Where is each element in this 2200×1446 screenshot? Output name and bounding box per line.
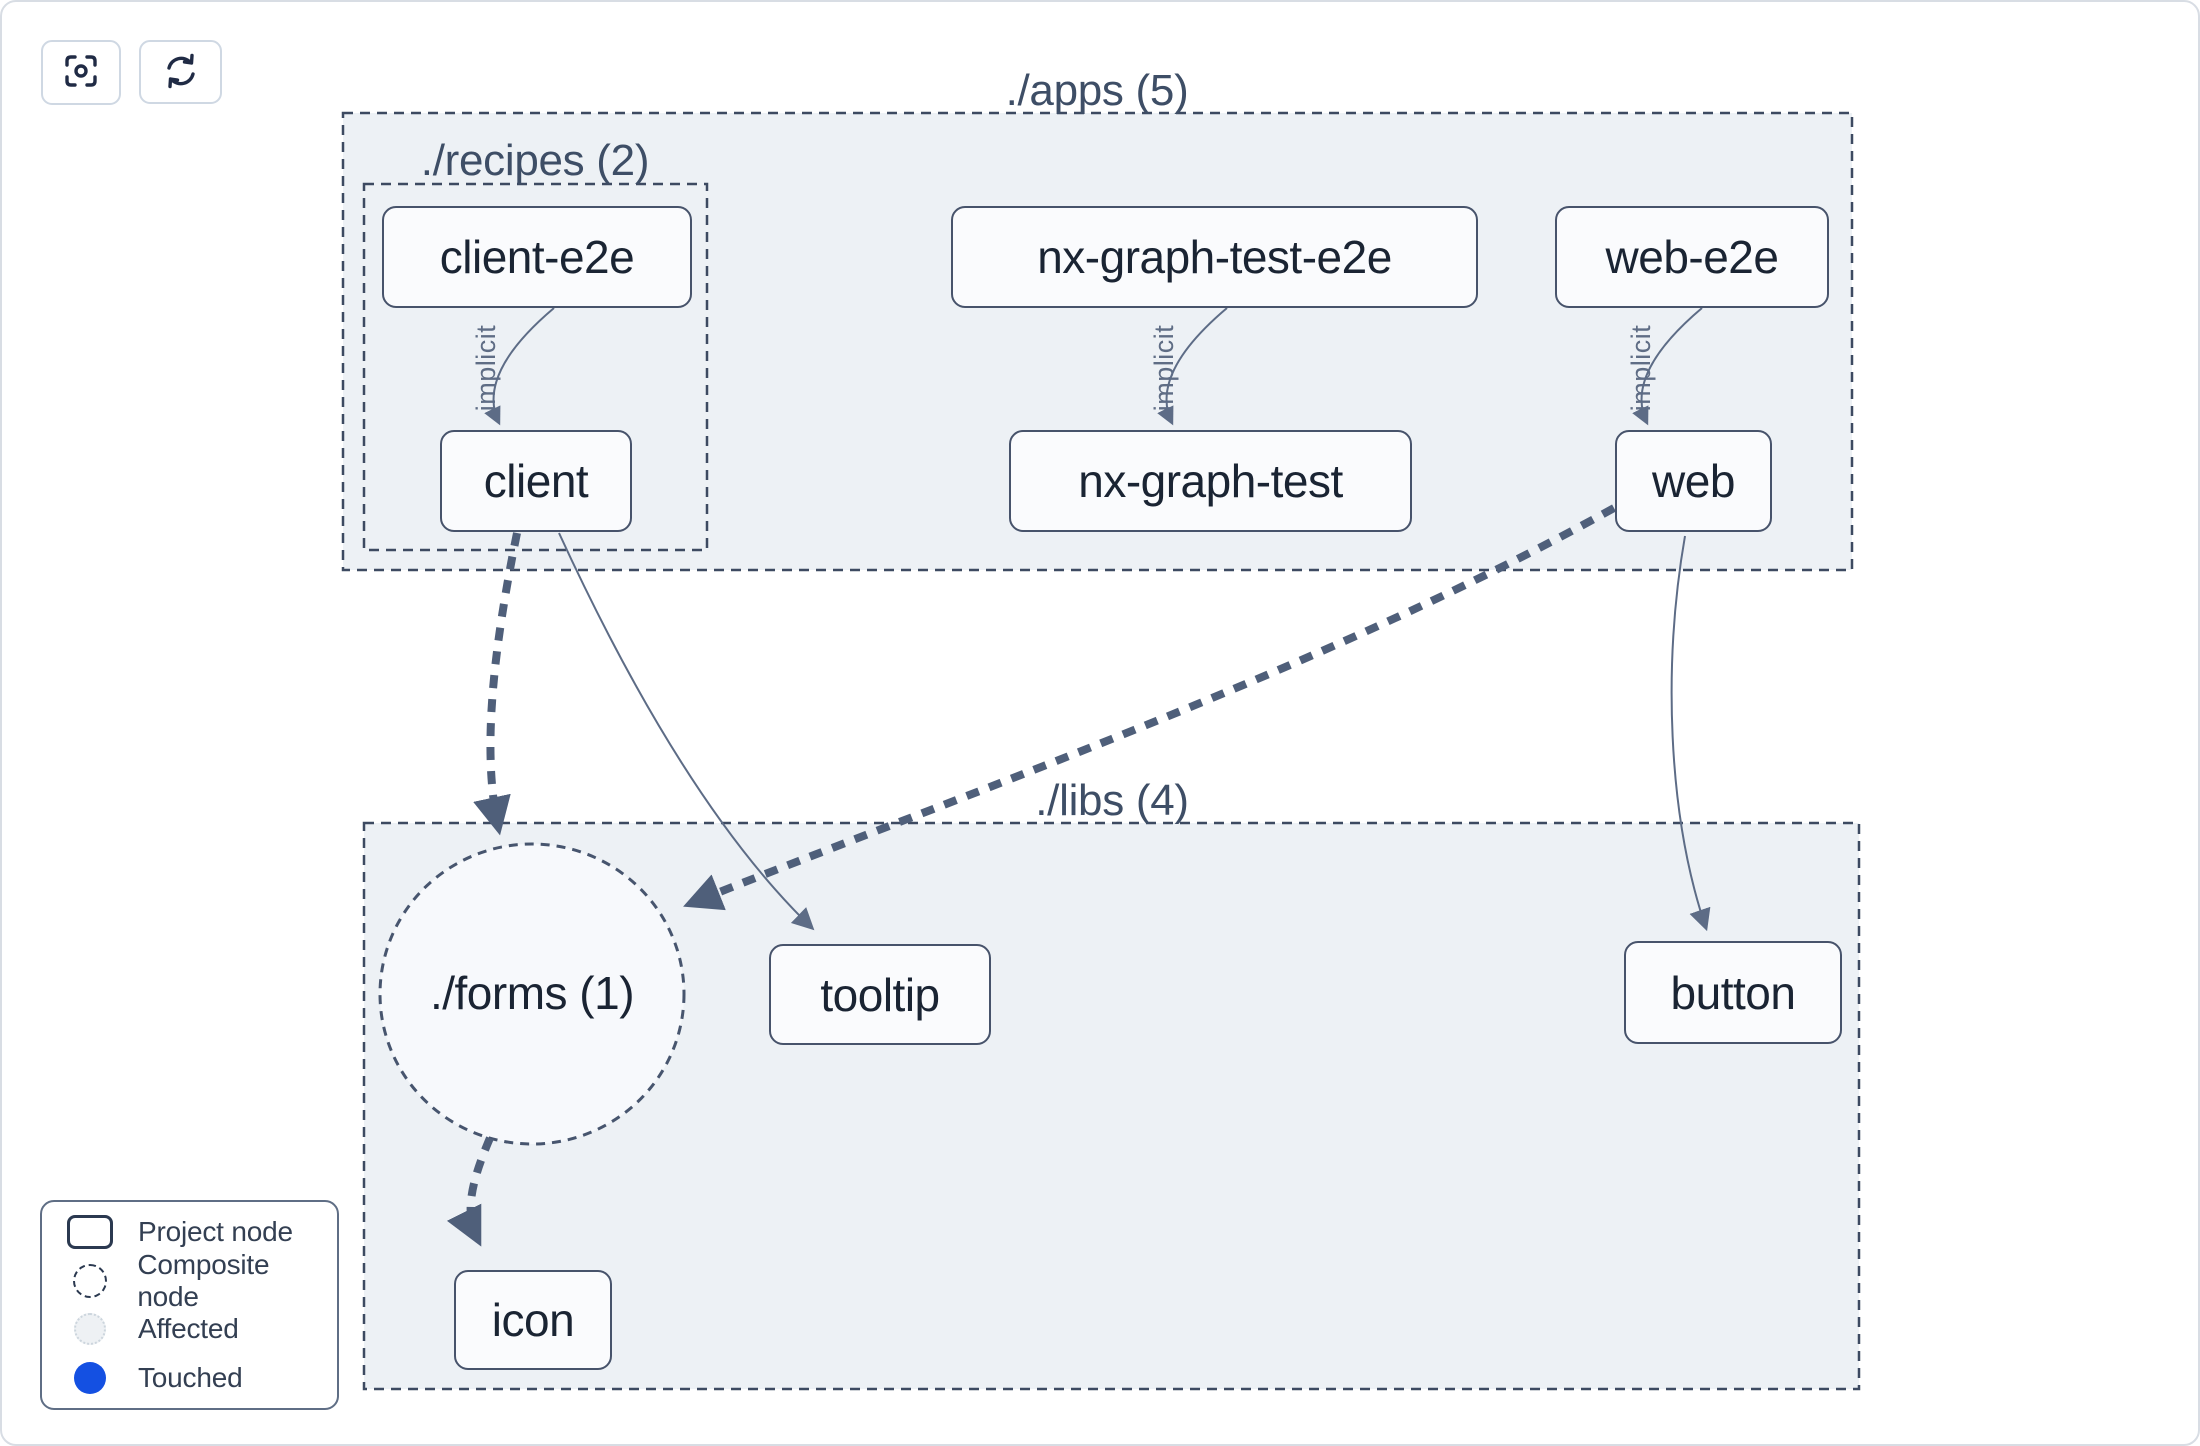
- edge-label-implicit-client: implicit: [471, 325, 501, 412]
- node-web[interactable]: web: [1615, 430, 1772, 532]
- composite-node-forms[interactable]: [378, 842, 686, 1146]
- legend-item-composite-node: Composite node: [42, 1249, 337, 1312]
- legend-item-project-node: Project node: [42, 1208, 337, 1256]
- node-nx-graph-test-e2e-label: nx-graph-test-e2e: [1037, 231, 1392, 283]
- composite-node-swatch-icon: [72, 1263, 107, 1298]
- refresh-icon: [161, 51, 201, 94]
- node-web-e2e-label: web-e2e: [1605, 231, 1779, 283]
- edge-nx-graph-test-e2e-to-nx-graph-test: [1157, 307, 1228, 426]
- legend-item-affected: Affected: [42, 1305, 337, 1353]
- node-client-e2e-label: client-e2e: [439, 231, 635, 283]
- edge-forms-to-icon: [446, 1136, 494, 1247]
- edge-web-e2e-to-web: [1632, 307, 1703, 426]
- legend-item-label: Touched: [138, 1361, 243, 1393]
- node-button[interactable]: button: [1624, 941, 1842, 1044]
- node-nx-graph-test[interactable]: nx-graph-test: [1009, 430, 1412, 532]
- node-button-label: button: [1670, 966, 1796, 1019]
- edge-client-e2e-to-client: [484, 307, 555, 426]
- refresh-graph-button[interactable]: [139, 40, 222, 104]
- node-icon-label: icon: [491, 1294, 575, 1346]
- edge-client-to-forms: [473, 532, 521, 836]
- edge-client-to-tooltip: [558, 532, 815, 931]
- node-client-label: client: [483, 455, 589, 507]
- center-graph-button[interactable]: [41, 40, 121, 105]
- legend-item-label: Affected: [138, 1313, 239, 1345]
- node-nx-graph-test-label: nx-graph-test: [1078, 455, 1343, 507]
- node-tooltip-label: tooltip: [820, 968, 940, 1021]
- legend-item-label: Project node: [138, 1216, 293, 1248]
- project-node-swatch-icon: [67, 1215, 113, 1250]
- edge-web-to-forms: [683, 504, 1616, 911]
- legend-item-touched: Touched: [42, 1354, 337, 1402]
- node-nx-graph-test-e2e[interactable]: nx-graph-test-e2e: [951, 206, 1478, 308]
- focus-icon: [61, 51, 101, 94]
- node-client-e2e[interactable]: client-e2e: [382, 206, 692, 308]
- legend-item-label: Composite node: [137, 1248, 270, 1312]
- affected-swatch-icon: [74, 1313, 106, 1346]
- node-client[interactable]: client: [440, 430, 632, 532]
- node-tooltip[interactable]: tooltip: [769, 944, 991, 1045]
- legend: Project node Composite node Affected Tou…: [40, 1200, 339, 1410]
- edge-web-to-button: [1670, 535, 1711, 932]
- touched-swatch-icon: [74, 1361, 106, 1394]
- node-web-e2e[interactable]: web-e2e: [1555, 206, 1829, 308]
- node-web-label: web: [1652, 455, 1735, 507]
- node-icon[interactable]: icon: [454, 1270, 612, 1370]
